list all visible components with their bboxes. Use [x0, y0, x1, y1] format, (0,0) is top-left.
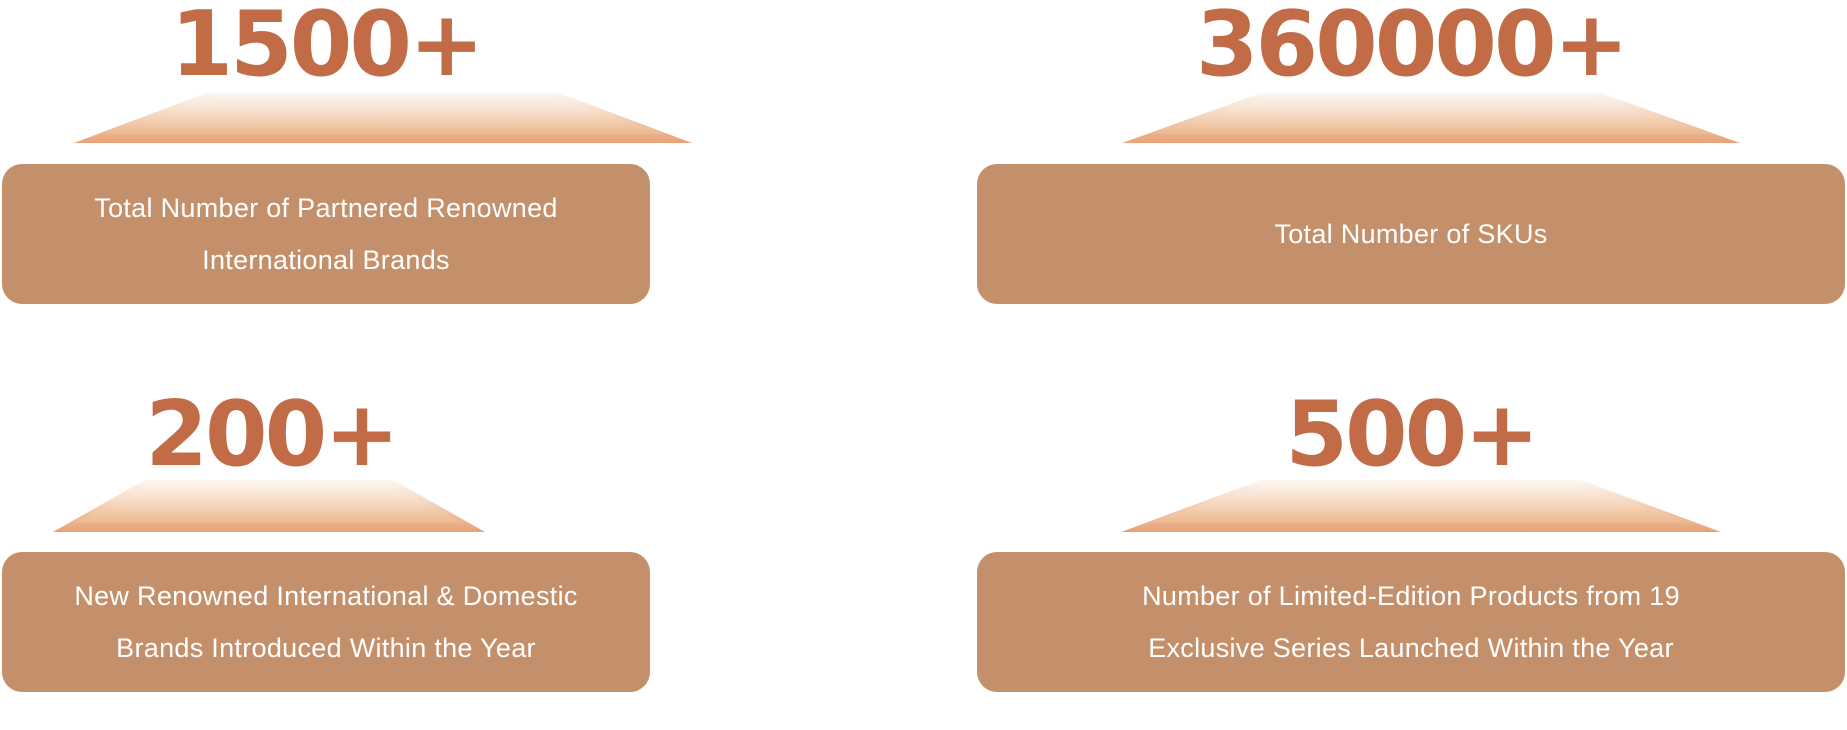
stat-value-limited-edition: 500+	[1285, 382, 1539, 487]
stat-value-partnered-brands: 1500+	[170, 0, 485, 97]
podium-platform-graphic	[1121, 480, 1721, 532]
podium-top-face	[1148, 96, 1714, 134]
stat-value-skus: 360000+	[1195, 0, 1629, 97]
stat-label-skus: Total Number of SKUs	[1274, 219, 1548, 249]
podium-top-face	[1147, 483, 1695, 523]
stat-label-box-limited-edition: Number of Limited-Edition Products from …	[977, 552, 1845, 692]
podium-platform-graphic	[1122, 93, 1740, 143]
podium-platform-graphic	[53, 480, 485, 532]
stat-label-limited-edition: Number of Limited-Edition Products from …	[1142, 581, 1680, 663]
stat-label-box-skus: Total Number of SKUs	[977, 164, 1845, 304]
podium-platform-graphic	[74, 93, 692, 143]
stat-value-new-brands: 200+	[145, 382, 399, 487]
